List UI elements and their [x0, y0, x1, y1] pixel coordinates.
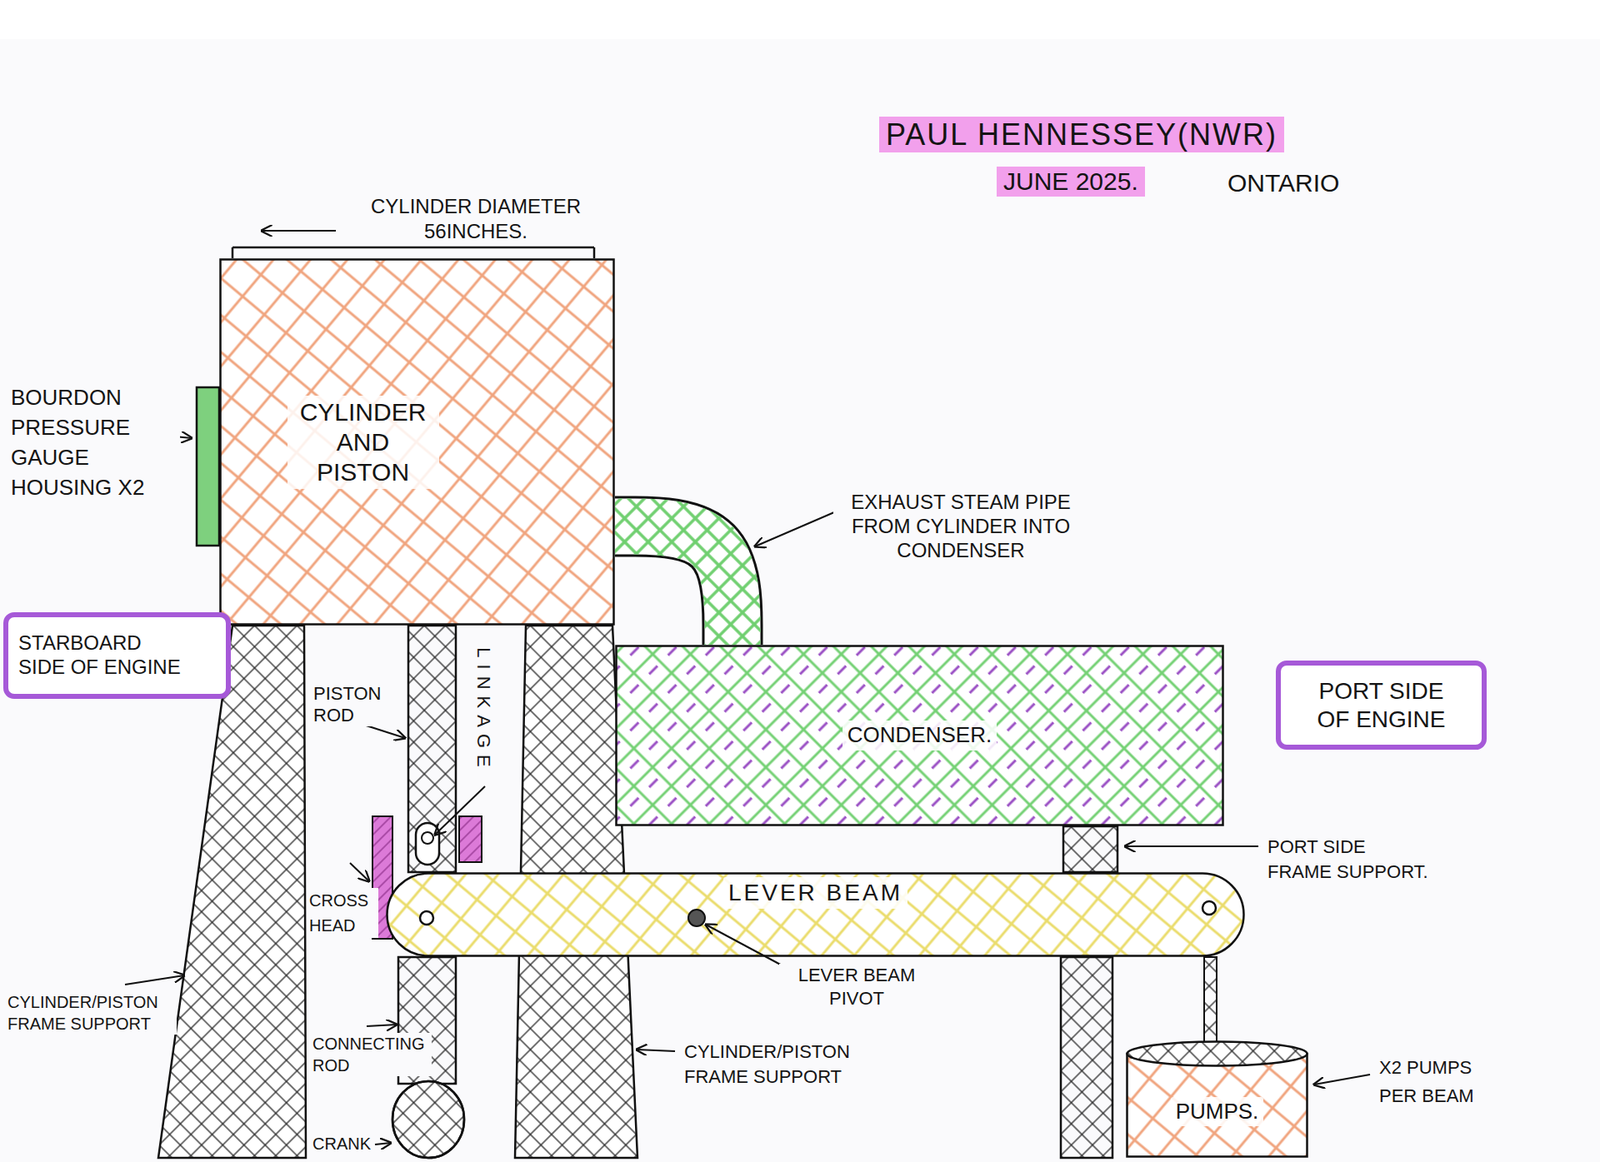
beam-end-pin [420, 911, 434, 925]
shape-ground [387, 874, 1245, 957]
part-label: CYLINDER/PISTON FRAME SUPPORT [681, 1040, 887, 1090]
starboard-frame-support [158, 625, 306, 1159]
node-label: CONDENSER. [842, 720, 997, 750]
leader-line [705, 925, 787, 969]
linkage-loop [415, 823, 440, 865]
shape-ground [616, 646, 1224, 826]
crank [392, 1081, 465, 1159]
beam-end-pin [1202, 901, 1216, 915]
part-label: CONNECTING ROD [310, 1033, 432, 1077]
pipe-outline [615, 526, 733, 645]
starboard-side-box: STARBOARD SIDE OF ENGINE [3, 612, 231, 700]
part-label: CROSS HEAD [306, 888, 379, 939]
steam-pipe [615, 526, 733, 645]
leader-line [350, 863, 370, 882]
pump-rod [1204, 957, 1217, 1046]
leader-line [636, 1050, 675, 1052]
node-label: CYLINDER AND PISTON [287, 395, 440, 490]
box-outline [5, 615, 229, 697]
part-label: EXHAUST STEAM PIPE FROM CYLINDER INTO CO… [833, 490, 1089, 563]
pressure-gauge-housing [196, 387, 220, 546]
part-label: X2 PUMPS PER BEAM [1376, 1054, 1503, 1111]
part-label: LEVER BEAM PIVOT [779, 964, 935, 1011]
node-label: STARBOARD SIDE OF ENGINE [13, 630, 195, 682]
pump-cylinder: PUMPS. [1125, 1040, 1309, 1159]
condenser-box: CONDENSER. [615, 645, 1225, 827]
crank-ground [392, 1081, 465, 1159]
piston-rod [408, 625, 456, 873]
cross-head-guide [459, 816, 482, 863]
leader-line [755, 510, 840, 547]
shape-ground [220, 260, 615, 625]
shape-hatch [220, 260, 615, 625]
author-name: PAUL HENNESSEY(NWR) [879, 116, 1285, 153]
cylinder-box: CYLINDER AND PISTON [219, 258, 615, 626]
node-label: LEVER BEAM [723, 877, 908, 910]
scan-margin [0, 0, 1600, 40]
leader-line [435, 786, 485, 835]
part-label: CRANK [310, 1133, 374, 1155]
dimension-label: CYLINDER DIAMETER 56INCHES. [335, 194, 616, 245]
leader-line [375, 1143, 391, 1145]
leader-line [1125, 845, 1259, 848]
pump-top-ground [1127, 1042, 1308, 1067]
leader-line [1314, 1075, 1370, 1085]
cylinder-rim-tick [231, 247, 235, 259]
box-outline [1278, 663, 1485, 748]
pump-ground [1127, 1054, 1308, 1158]
leader-line [366, 1025, 397, 1027]
frame-support-ground [158, 625, 306, 1159]
linkage-pin [421, 832, 434, 845]
port-frame-support [1060, 957, 1113, 1159]
drawing-place: ONTARIO [1225, 168, 1342, 199]
pump-top [1127, 1042, 1308, 1067]
shape-hatch [616, 646, 1224, 826]
leader-lines [125, 230, 1370, 1145]
part-label: PORT SIDE FRAME SUPPORT. [1265, 835, 1479, 885]
node-outline [1275, 660, 1487, 750]
leader-line [125, 975, 185, 985]
lever-beam-pivot [688, 910, 705, 927]
node-label: PUMPS. [1170, 1097, 1265, 1127]
exhaust-pipe [615, 526, 733, 645]
part-label: CYLINDER/PISTON FRAME SUPPORT [5, 991, 177, 1035]
port-frame-support [1063, 826, 1118, 873]
lever-beam: LEVER BEAM [385, 872, 1245, 958]
node-label: PORT SIDE OF ENGINE [1301, 675, 1462, 735]
drawing-date: JUNE 2025. [996, 166, 1145, 197]
cylinder-rim [232, 246, 595, 250]
port-side-box: PORT SIDE OF ENGINE [1275, 660, 1487, 750]
part-label: BOURDON PRESSURE GAUGE HOUSING X2 [8, 382, 180, 503]
cylinder-rim-tick [593, 247, 596, 259]
part-label: LINKAGE [472, 645, 495, 776]
pump-body [1127, 1054, 1308, 1158]
part-label: PISTON ROD [310, 683, 391, 727]
pipe-ground [615, 526, 733, 645]
shape-hatch [387, 874, 1245, 957]
